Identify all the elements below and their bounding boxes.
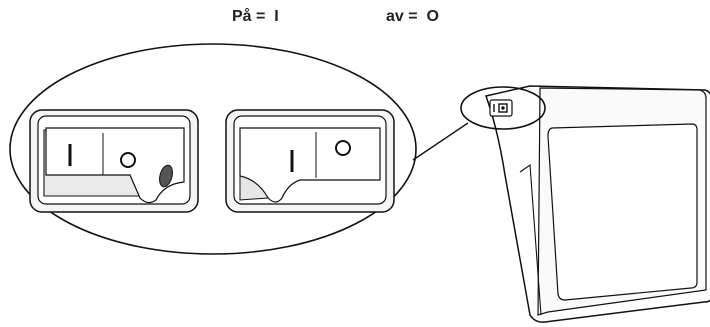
legend-off: av = O	[386, 8, 439, 26]
zoom-callout-ellipse	[9, 43, 417, 255]
legend-on-symbol: I	[274, 8, 279, 25]
callout-connector-line	[412, 122, 469, 161]
rocker-switch-off	[225, 109, 395, 213]
off-symbol-mark	[335, 140, 351, 156]
device-body	[460, 85, 710, 323]
device-switch-callout	[460, 86, 546, 130]
legend-on-label: På =	[232, 8, 266, 25]
power-indicator-light	[159, 164, 173, 188]
legend: På = I av = O	[0, 8, 710, 32]
legend-on: På = I	[232, 8, 279, 26]
rocker-switch-on	[29, 109, 199, 213]
legend-off-label: av =	[386, 8, 418, 25]
off-symbol-mark	[120, 152, 136, 168]
legend-off-symbol: O	[426, 8, 439, 25]
